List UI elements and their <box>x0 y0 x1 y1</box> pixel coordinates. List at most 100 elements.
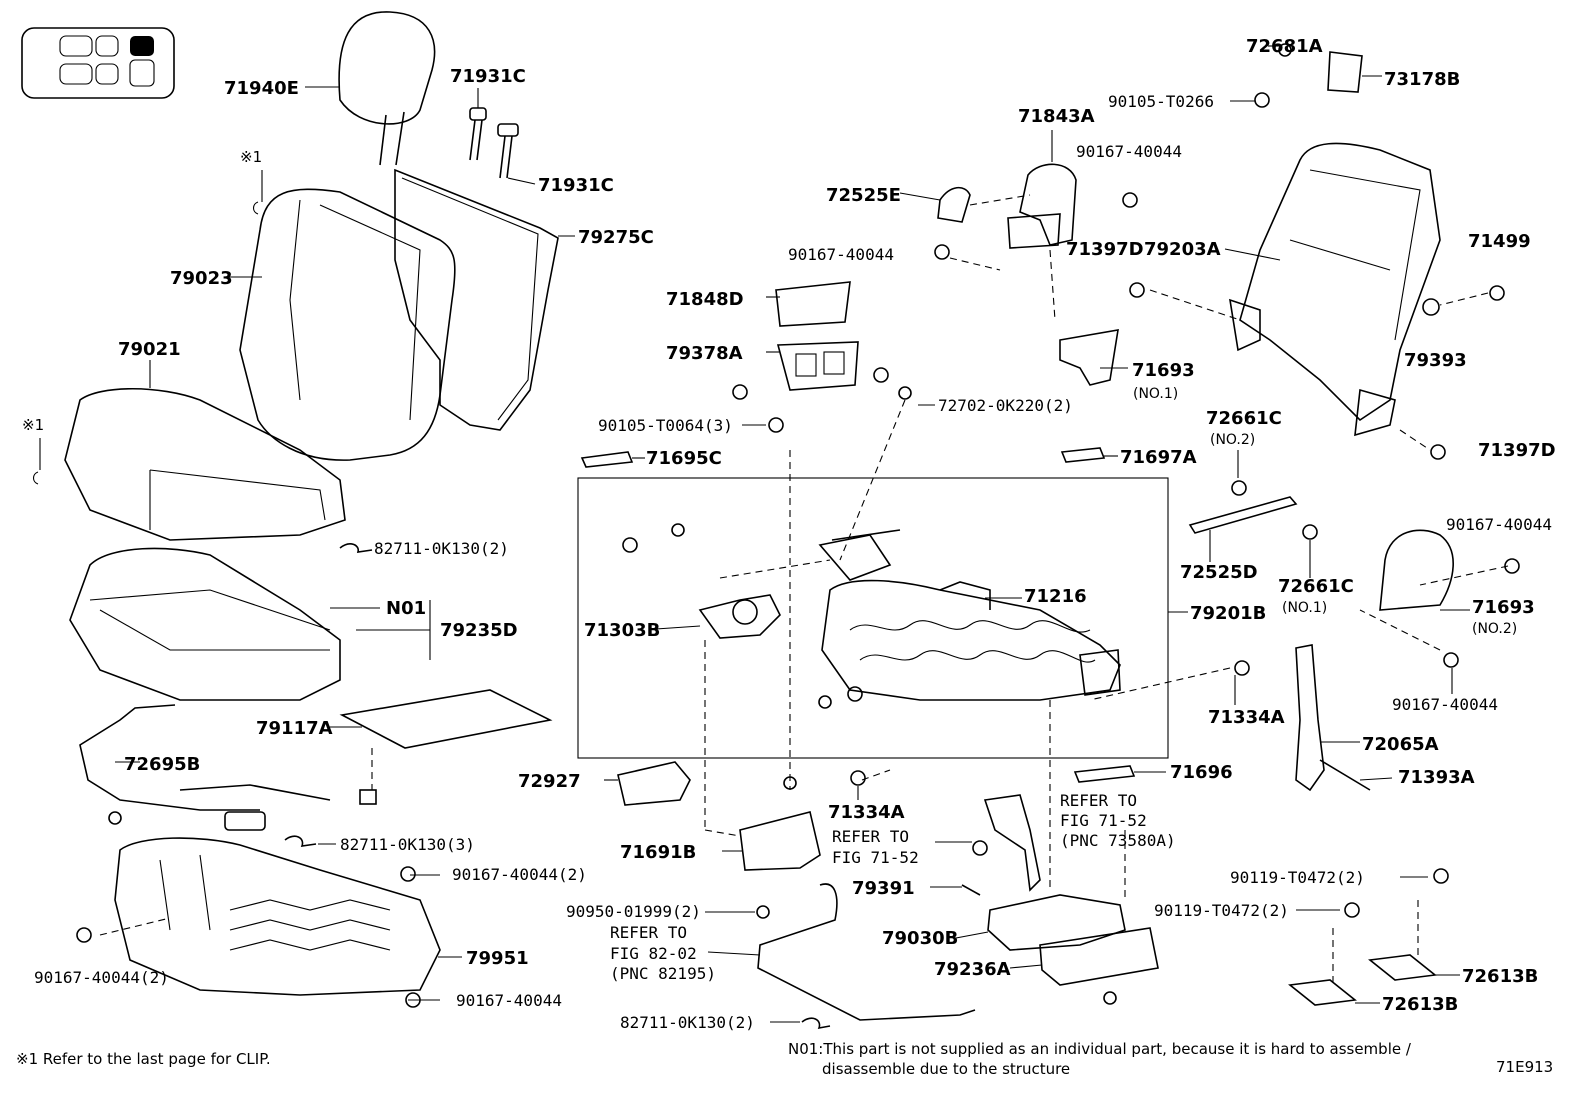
label-90950-01999: 90950-01999(2) <box>566 902 701 921</box>
label-79030B: 79030B <box>882 928 958 949</box>
label-refer-fig-7152-a-line1: REFER TO <box>832 827 909 846</box>
label-79235D: 79235D <box>440 620 518 641</box>
label-71931C-b: 71931C <box>538 175 614 196</box>
footnote-clip: ※1 Refer to the last page for CLIP. <box>16 1050 271 1068</box>
bezel-part <box>776 341 859 391</box>
bolt-icons <box>76 43 1520 1008</box>
label-90167-40044-d: 90167-40044 <box>1392 695 1498 714</box>
recliner-lever-part <box>987 894 1126 951</box>
label-refer-fig-7152-a-line2: FIG 71-52 <box>832 848 919 867</box>
label-79201B: 79201B <box>1190 603 1266 624</box>
label-82711-0K130-a: 82711-0K130(2) <box>374 539 509 558</box>
seat-cushion-frame-part <box>821 579 1121 701</box>
label-90167-40044-c: 90167-40044 <box>1446 515 1552 534</box>
label-refer-fig-7152-b-line2: FIG 71-52 <box>1060 811 1147 830</box>
cover-cap-part <box>1327 51 1363 93</box>
headrest-part <box>338 11 436 166</box>
figure-id: 71E913 <box>1496 1058 1553 1076</box>
label-71697A: 71697A <box>1120 447 1197 468</box>
release-cable-part <box>757 883 976 1021</box>
cover-bracket-part <box>1368 954 1437 981</box>
belt-part <box>1295 644 1325 792</box>
label-90119-T0472-b: 90119-T0472(2) <box>1154 901 1289 920</box>
trim-cover-part <box>937 186 971 223</box>
label-90167-40044-b: 90167-40044 <box>788 245 894 264</box>
label-71499: 71499 <box>1468 231 1531 252</box>
label-90167-40044-2b: 90167-40044(2) <box>34 968 169 987</box>
lever-cover-part <box>1039 927 1159 986</box>
label-71397D-a: 71397D <box>1066 239 1144 260</box>
label-90167-40044-a: 90167-40044 <box>1076 142 1182 161</box>
label-72613B-a: 72613B <box>1462 966 1538 987</box>
seat-position-indicator-icon <box>21 27 175 99</box>
label-79391: 79391 <box>852 878 915 899</box>
label-71397D-b: 71397D <box>1478 440 1556 461</box>
label-refer-fig-7152-b-line1: REFER TO <box>1060 791 1137 810</box>
label-73178B: 73178B <box>1384 69 1460 90</box>
label-90167-40044-e: 90167-40044 <box>456 991 562 1010</box>
note-n01-line1: N01:This part is not supplied as an indi… <box>788 1040 1412 1058</box>
label-72927: 72927 <box>518 771 581 792</box>
label-71693-no2-sub: (NO.2) <box>1472 621 1517 637</box>
seatback-cover-part <box>239 188 456 461</box>
seatback-frame-part <box>1229 142 1441 437</box>
label-72695B: 72695B <box>124 754 200 775</box>
seat-pad-sheet-part <box>339 689 553 749</box>
label-71691B: 71691B <box>620 842 696 863</box>
headrest-support-part <box>469 107 519 179</box>
label-90167-40044-2a: 90167-40044(2) <box>452 865 587 884</box>
knob-cover-part <box>775 281 851 327</box>
label-72065A: 72065A <box>1362 734 1439 755</box>
label-72681A: 72681A <box>1246 36 1323 57</box>
label-90119-T0472-a: 90119-T0472(2) <box>1230 868 1365 887</box>
label-N01: N01 <box>386 598 426 619</box>
seat-frame-part <box>114 837 441 996</box>
label-79203A: 79203A <box>1144 239 1221 260</box>
label-72661C-no1-sub: (NO.1) <box>1282 600 1327 616</box>
hinge-cover-part <box>1019 163 1077 246</box>
label-71393A: 71393A <box>1398 767 1475 788</box>
label-71693-no2: 71693 <box>1472 597 1535 618</box>
label-79378A: 79378A <box>666 343 743 364</box>
clip-marker-b: ※1 <box>22 416 44 434</box>
label-72613B-b: 72613B <box>1382 994 1458 1015</box>
label-79951: 79951 <box>466 948 529 969</box>
label-refer-fig-8202-line3: (PNC 82195) <box>610 964 716 983</box>
label-71303B: 71303B <box>584 620 660 641</box>
label-72702-0K220: 72702-0K220(2) <box>938 396 1073 415</box>
seat-frame-assembly-box <box>577 477 1169 759</box>
label-71693-no1-sub: (NO.1) <box>1133 386 1178 402</box>
label-79117A: 79117A <box>256 718 333 739</box>
note-n01-line2: disassemble due to the structure <box>822 1060 1070 1078</box>
seat-adjuster-part <box>698 594 781 639</box>
label-72525D: 72525D <box>1180 562 1258 583</box>
label-71931C-a: 71931C <box>450 66 526 87</box>
label-71843A: 71843A <box>1018 106 1095 127</box>
label-71216: 71216 <box>1024 586 1087 607</box>
label-71334A-a: 71334A <box>1208 707 1285 728</box>
bracket-part <box>617 761 691 806</box>
handle-part <box>983 794 1041 892</box>
label-71848D: 71848D <box>666 289 744 310</box>
label-refer-fig-7152-b-line3: (PNC 73580A) <box>1060 831 1176 850</box>
seatback-board-part <box>394 168 559 431</box>
label-71695C: 71695C <box>646 448 722 469</box>
clip-marker-a: ※1 <box>240 148 262 166</box>
label-refer-fig-8202-line2: FIG 82-02 <box>610 944 697 963</box>
label-refer-fig-8202-line1: REFER TO <box>610 923 687 942</box>
cover-strip-part <box>1188 496 1298 534</box>
label-82711-0K130-c: 82711-0K130(2) <box>620 1013 755 1032</box>
label-71940E: 71940E <box>224 78 299 99</box>
hinge-cover-no1-part <box>1059 329 1119 386</box>
label-90105-T0266: 90105-T0266 <box>1108 92 1214 111</box>
seat-cushion-cover-part <box>64 387 346 541</box>
wire-harness-part <box>79 704 260 811</box>
label-sticker-part <box>580 451 634 468</box>
label-71334A-b: 71334A <box>828 802 905 823</box>
label-72661C-no2-sub: (NO.2) <box>1210 432 1255 448</box>
label-71693-no1: 71693 <box>1132 360 1195 381</box>
label-79021: 79021 <box>118 339 181 360</box>
label-79236A: 79236A <box>934 959 1011 980</box>
hinge-cover-no2-part <box>1379 529 1454 611</box>
